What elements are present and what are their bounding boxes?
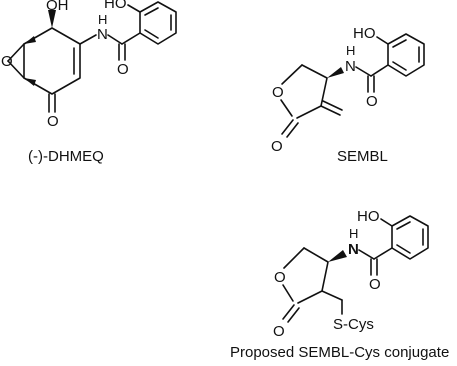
sembl-cys-conjugate-structure: O O S-Cys H N O HO Proposed SEMBL-Cys co…	[230, 208, 449, 361]
dhmeq-caption: (-)-DHMEQ	[28, 148, 104, 165]
sembl-ho-label: HO	[353, 25, 376, 42]
conjugate-nh-n-label: N	[348, 241, 359, 258]
conjugate-carbonyl-o-label: O	[273, 323, 285, 340]
dhmeq-nh-h-label: H	[98, 12, 107, 27]
dhmeq-structure: OH O O H N O HO (-)-DHMEQ	[1, 0, 177, 165]
dhmeq-nh-n-label: N	[97, 26, 108, 43]
conjugate-ho-label: HO	[357, 208, 380, 225]
sembl-amide-o-label: O	[366, 93, 378, 110]
dhmeq-amide-o-label: O	[117, 61, 129, 78]
conjugate-amide-o-label: O	[369, 276, 381, 293]
sembl-caption: SEMBL	[337, 148, 388, 165]
dhmeq-ho-label: HO	[104, 0, 127, 12]
sembl-structure: O O H N O HO SEMBL	[271, 25, 425, 165]
dhmeq-oh-label: OH	[46, 0, 69, 14]
sembl-carbonyl-o-label: O	[271, 138, 283, 155]
dhmeq-ketone-o-label: O	[47, 113, 59, 130]
conjugate-caption: Proposed SEMBL-Cys conjugate	[230, 344, 449, 361]
dhmeq-epoxide-o-label: O	[1, 53, 13, 70]
conjugate-nh-h-label: H	[349, 226, 358, 241]
conjugate-s-cys-label: S-Cys	[333, 316, 374, 333]
sembl-nh-h-label: H	[346, 43, 355, 58]
sembl-ring-o-label: O	[272, 84, 284, 101]
conjugate-ring-o-label: O	[274, 269, 286, 286]
sembl-nh-n-label: N	[345, 58, 356, 75]
